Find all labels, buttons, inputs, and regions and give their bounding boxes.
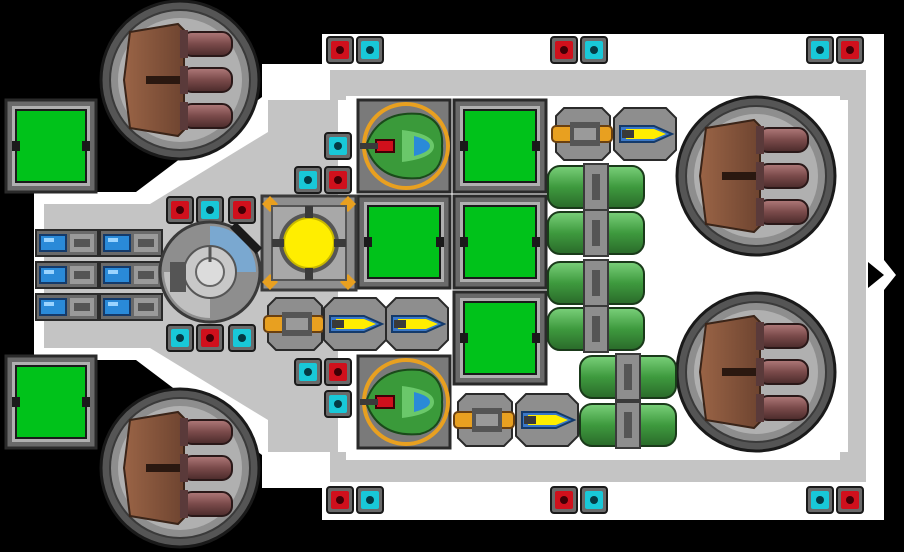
- red-indicator-icon: [550, 486, 578, 514]
- battery-cell-icon[interactable]: [35, 261, 99, 289]
- thruster-pod-icon[interactable]: [675, 95, 837, 257]
- cyan-indicator-icon: [294, 358, 322, 386]
- red-indicator-icon: [324, 166, 352, 194]
- laser-turret-icon[interactable]: [356, 98, 452, 194]
- cannon-icon[interactable]: [230, 222, 262, 254]
- cargo-holds: [4, 98, 548, 450]
- thruster-pod-icon[interactable]: [99, 387, 261, 549]
- cyan-indicator-icon: [228, 324, 256, 352]
- cyan-indicator-icon: [356, 36, 384, 64]
- cyan-indicator-icon: [324, 132, 352, 160]
- red-indicator-icon: [326, 36, 354, 64]
- ion-engine-icon[interactable]: [453, 393, 515, 447]
- fuel-tank-icon[interactable]: [547, 305, 645, 353]
- cyan-indicator-icon: [806, 486, 834, 514]
- laser-turret-icon[interactable]: [356, 354, 452, 450]
- cyan-indicator-icon: [580, 486, 608, 514]
- cyan-indicator-icon: [324, 390, 352, 418]
- thruster-pod-icon[interactable]: [99, 0, 261, 161]
- fuel-tank-icon[interactable]: [547, 259, 645, 307]
- cannon-icon[interactable]: [323, 297, 387, 351]
- ion-engine-icon[interactable]: [263, 297, 325, 351]
- red-indicator-icon: [324, 358, 352, 386]
- ion-engine-icon[interactable]: [551, 107, 613, 161]
- red-indicator-icon: [166, 196, 194, 224]
- indicator-lights: [166, 36, 864, 514]
- red-indicator-icon: [196, 324, 224, 352]
- reactor-core-icon[interactable]: [260, 194, 358, 292]
- red-indicator-icon: [326, 486, 354, 514]
- battery-cell-icon[interactable]: [99, 261, 163, 289]
- battery-cell-icon[interactable]: [35, 293, 99, 321]
- fuel-tank-icon[interactable]: [579, 401, 677, 449]
- cannon-icon[interactable]: [515, 393, 579, 447]
- nose-tip: [868, 262, 884, 288]
- cannon-icon[interactable]: [613, 107, 677, 161]
- battery-cell-icon[interactable]: [99, 293, 163, 321]
- command-module-icon[interactable]: [158, 220, 262, 324]
- battery-cell-icon[interactable]: [99, 229, 163, 257]
- cargo-hold-icon[interactable]: [356, 194, 452, 290]
- cargo-hold-icon[interactable]: [452, 98, 548, 194]
- fuel-tank-icon[interactable]: [579, 353, 677, 401]
- cyan-indicator-icon: [356, 486, 384, 514]
- battery-cell-icon[interactable]: [35, 229, 99, 257]
- battery-bank: [35, 229, 163, 321]
- cargo-hold-icon[interactable]: [4, 354, 98, 450]
- cyan-indicator-icon: [294, 166, 322, 194]
- red-indicator-icon: [836, 36, 864, 64]
- ion-engines: [263, 107, 677, 447]
- fuel-tank-icon[interactable]: [547, 209, 645, 257]
- cyan-indicator-icon: [580, 36, 608, 64]
- laser-turrets: [356, 98, 452, 450]
- cyan-indicator-icon: [166, 324, 194, 352]
- thruster-pods: [99, 0, 837, 549]
- cargo-hold-icon[interactable]: [452, 290, 548, 386]
- cargo-hold-icon[interactable]: [452, 194, 548, 290]
- cargo-hold-icon[interactable]: [4, 98, 98, 194]
- red-indicator-icon: [836, 486, 864, 514]
- red-indicator-icon: [228, 196, 256, 224]
- thruster-pod-icon[interactable]: [675, 291, 837, 453]
- fuel-tank-icon[interactable]: [547, 163, 645, 211]
- cyan-indicator-icon: [806, 36, 834, 64]
- fuel-tanks: [547, 163, 677, 449]
- cannon-icon[interactable]: [385, 297, 449, 351]
- red-indicator-icon: [550, 36, 578, 64]
- cyan-indicator-icon: [196, 196, 224, 224]
